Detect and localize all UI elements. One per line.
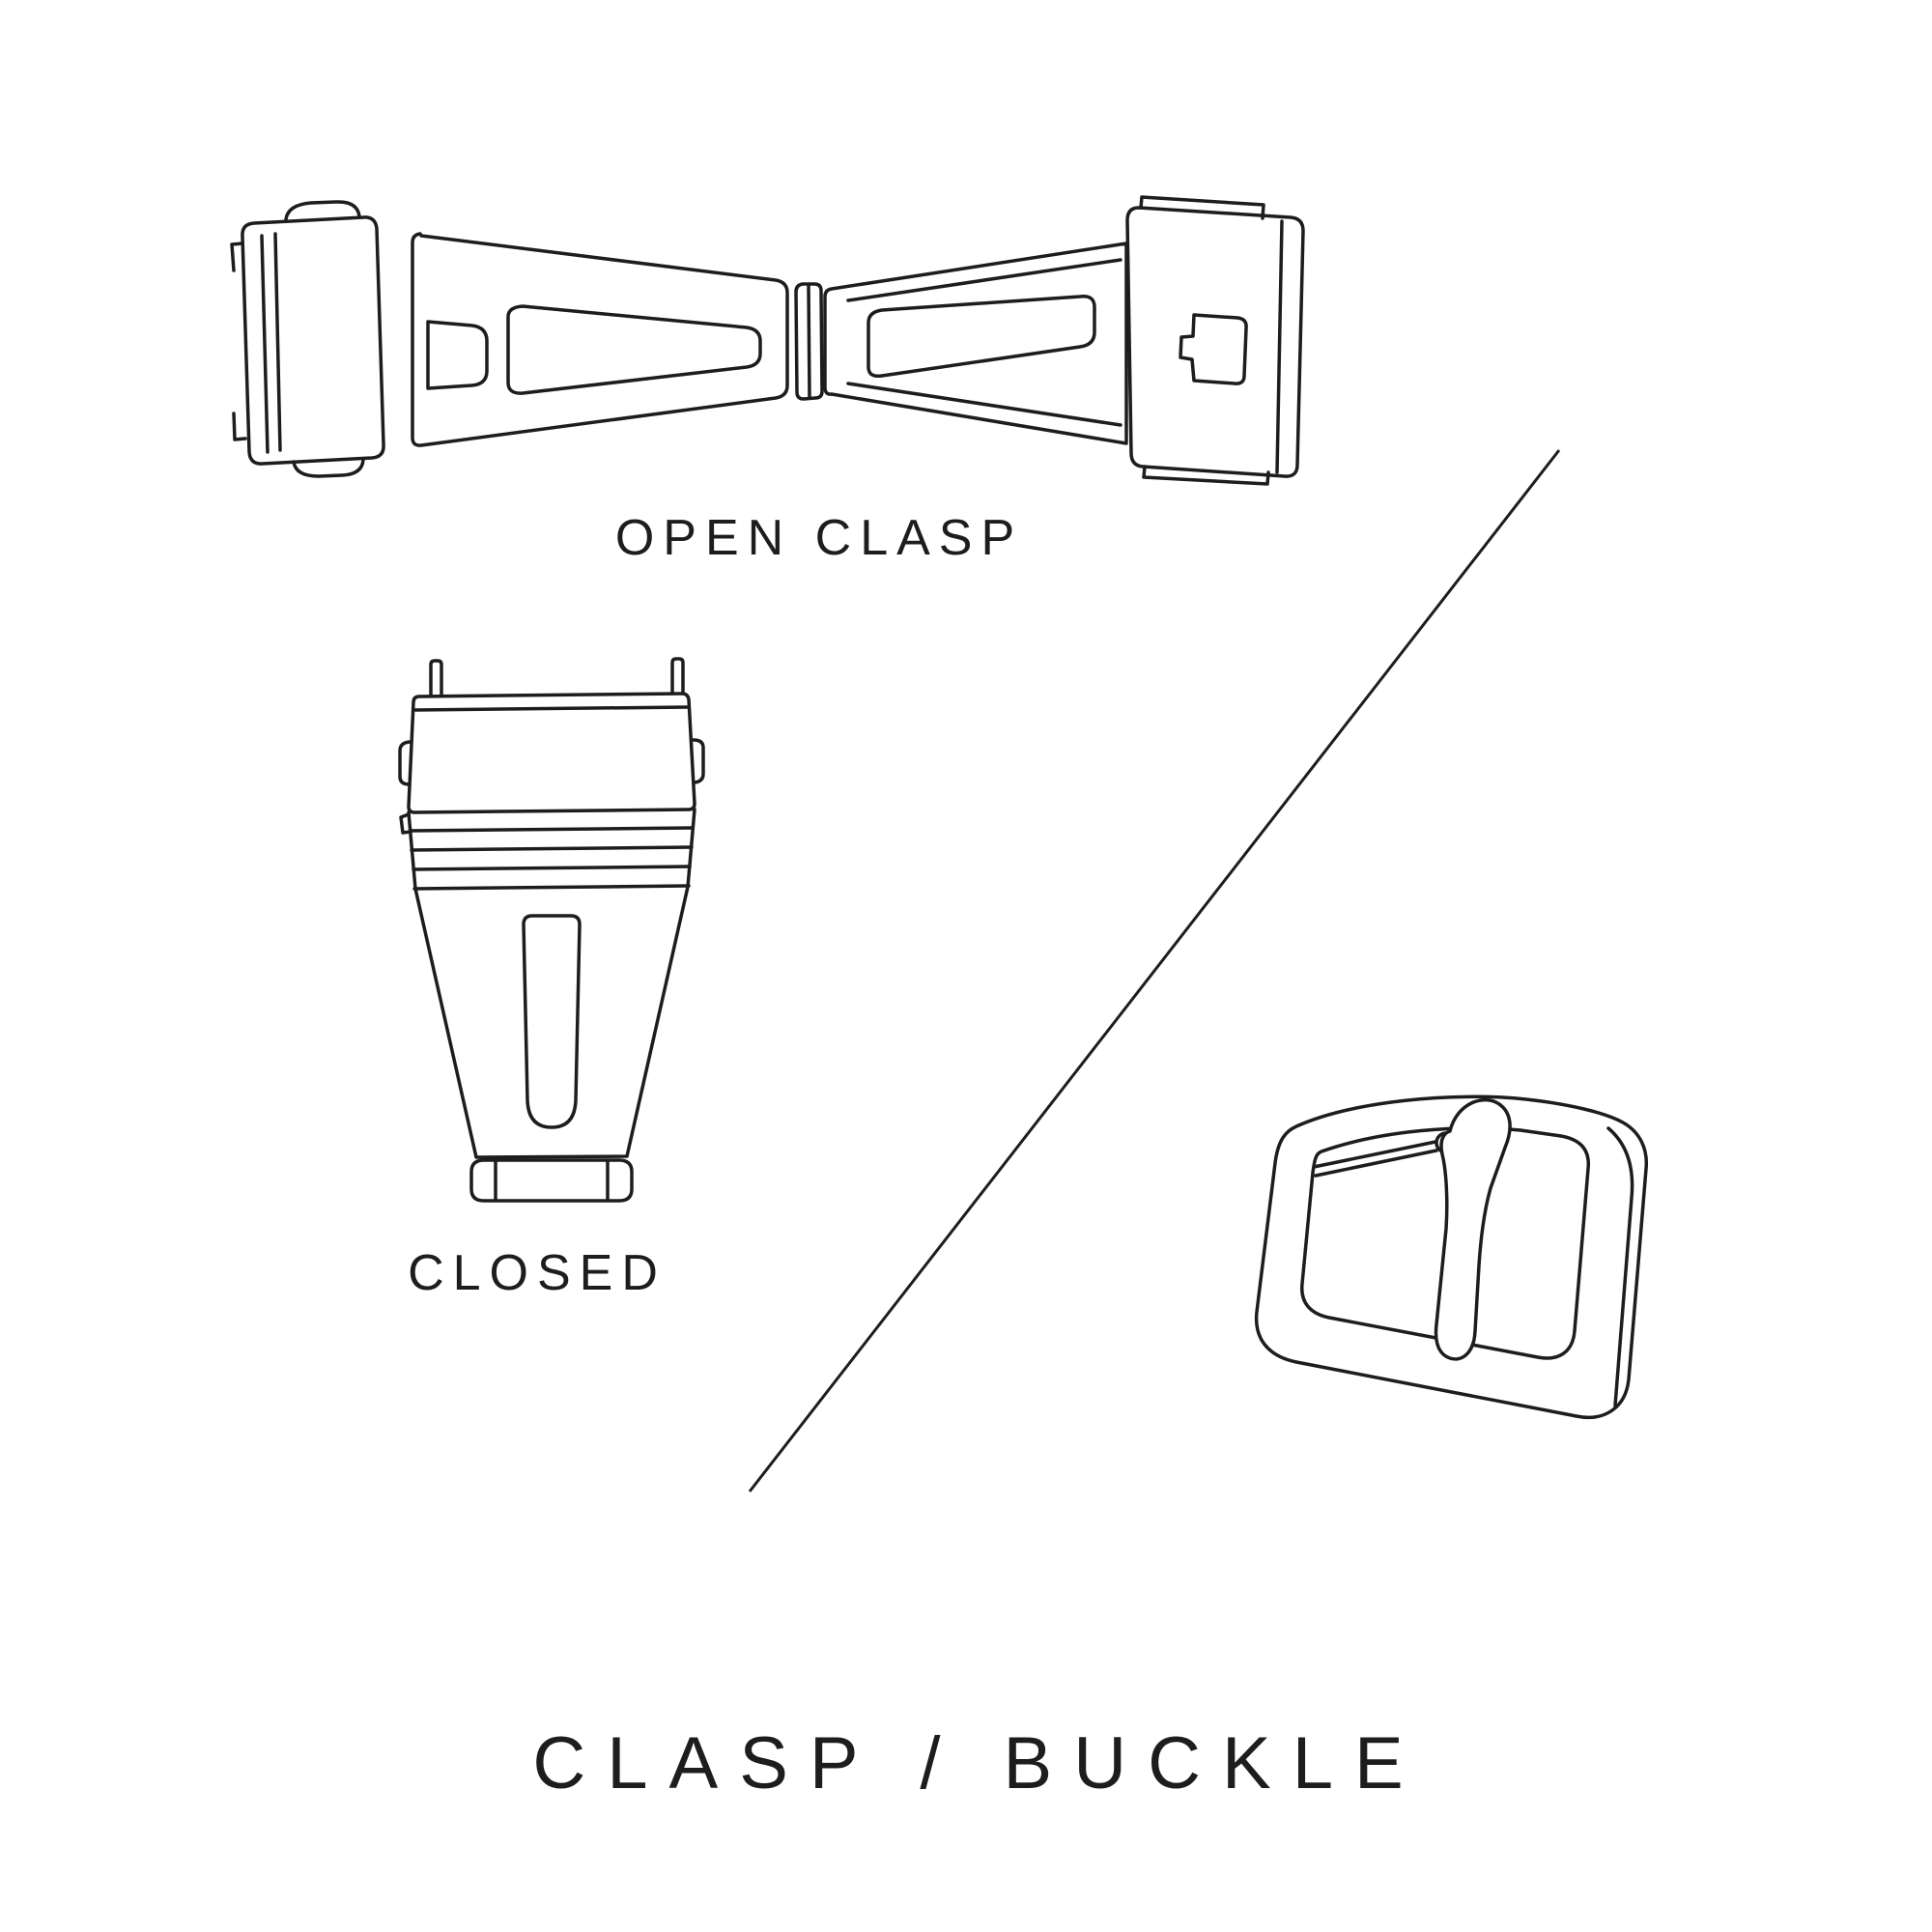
- open-clasp-right-end-piece: [1125, 195, 1305, 486]
- closed-clasp-base: [469, 1158, 634, 1203]
- divider-line: [748, 449, 1561, 1492]
- page-title: CLASP / BUCKLE: [532, 1722, 1425, 1804]
- open-clasp-label: OPEN CLASP: [614, 510, 1024, 566]
- buckle-frame: [1254, 1094, 1649, 1419]
- buckle-tongue: [1434, 1098, 1512, 1361]
- open-clasp-left-end-piece: [230, 200, 385, 478]
- closed-clasp-prongs: [429, 657, 685, 697]
- buckle-pin: [1312, 1131, 1458, 1178]
- closed-clasp-cover: [398, 692, 705, 814]
- closed-clasp-illustration: [398, 657, 705, 1203]
- open-clasp-hinge: [794, 282, 824, 401]
- open-clasp-right-arm: [823, 242, 1128, 445]
- tang-buckle-illustration: [1254, 1094, 1649, 1419]
- closed-clasp-label: CLOSED: [408, 1245, 667, 1301]
- closed-clasp-body: [413, 885, 690, 1159]
- open-clasp-illustration: [230, 195, 1305, 486]
- open-clasp-left-arm: [411, 232, 789, 447]
- closed-clasp-bands: [399, 808, 696, 891]
